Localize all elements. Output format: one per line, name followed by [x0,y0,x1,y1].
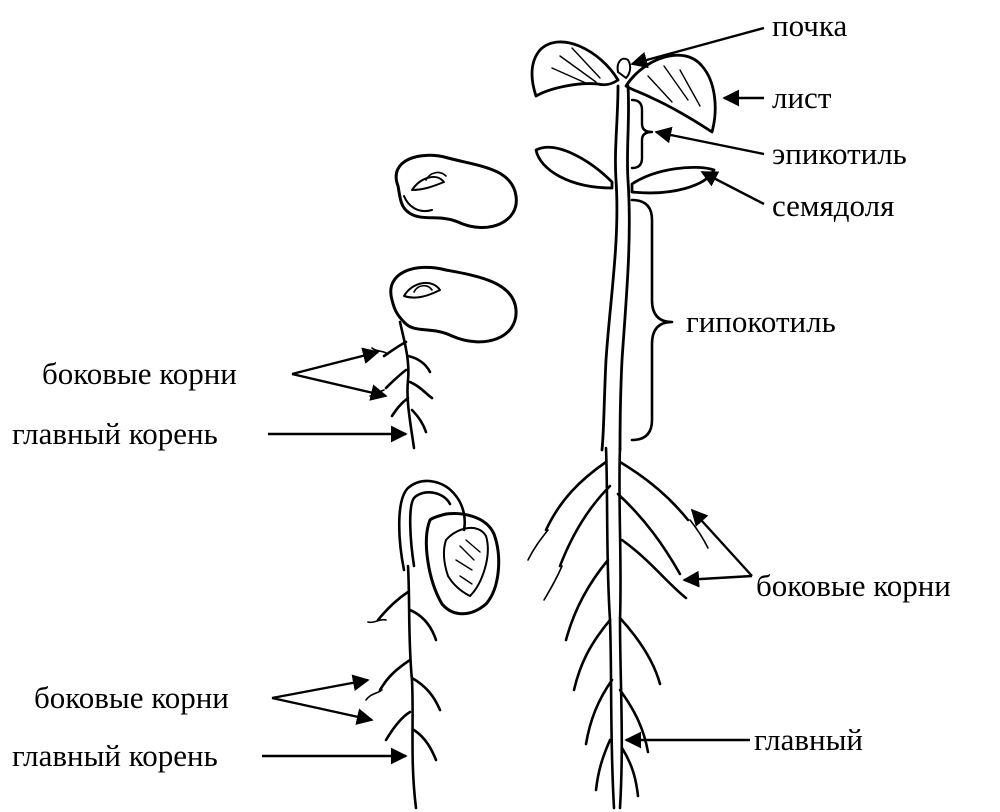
label-hypocotyl: гипокотиль [686,304,836,339]
cotyledon-arrow [702,172,764,204]
epicotyl-brace [632,100,652,168]
bud-arrow [632,28,764,64]
epicotyl-arrow [656,132,764,154]
lateral-roots-right-arrow-1 [692,510,752,576]
label-lateral-roots-right: боковые корни [756,568,951,603]
bean-seed [396,155,516,227]
label-lateral-roots-left-top: боковые корни [42,356,237,391]
lateral-roots-left-bottom-arrow-2 [272,698,372,720]
label-main-root-left-top: главный корень [12,416,218,451]
label-epicotyl: эпикотиль [772,136,907,171]
lateral-roots-left-top-arrow-1 [292,352,378,374]
lateral-roots-right-arrow-2 [684,576,752,580]
label-leaf: лист [772,80,832,115]
hooked-seedling [399,481,498,614]
mature-seedling-shoot [532,42,715,450]
lateral-roots-left-top-arrow-2 [292,374,386,396]
lateral-roots-left-bottom-arrow-1 [272,680,368,698]
hooked-seedling-roots [366,566,440,808]
label-cotyledon: семядоля [772,188,894,223]
mature-seedling-roots [528,448,708,808]
label-main-root-right: главный [754,722,863,757]
label-bud: почка [772,8,847,43]
hypocotyl-brace [632,200,672,440]
label-main-root-left-bottom: главный корень [12,738,218,773]
germinating-seed [391,267,516,342]
label-lateral-roots-left-bottom: боковые корни [34,680,229,715]
young-root-system [370,322,432,448]
